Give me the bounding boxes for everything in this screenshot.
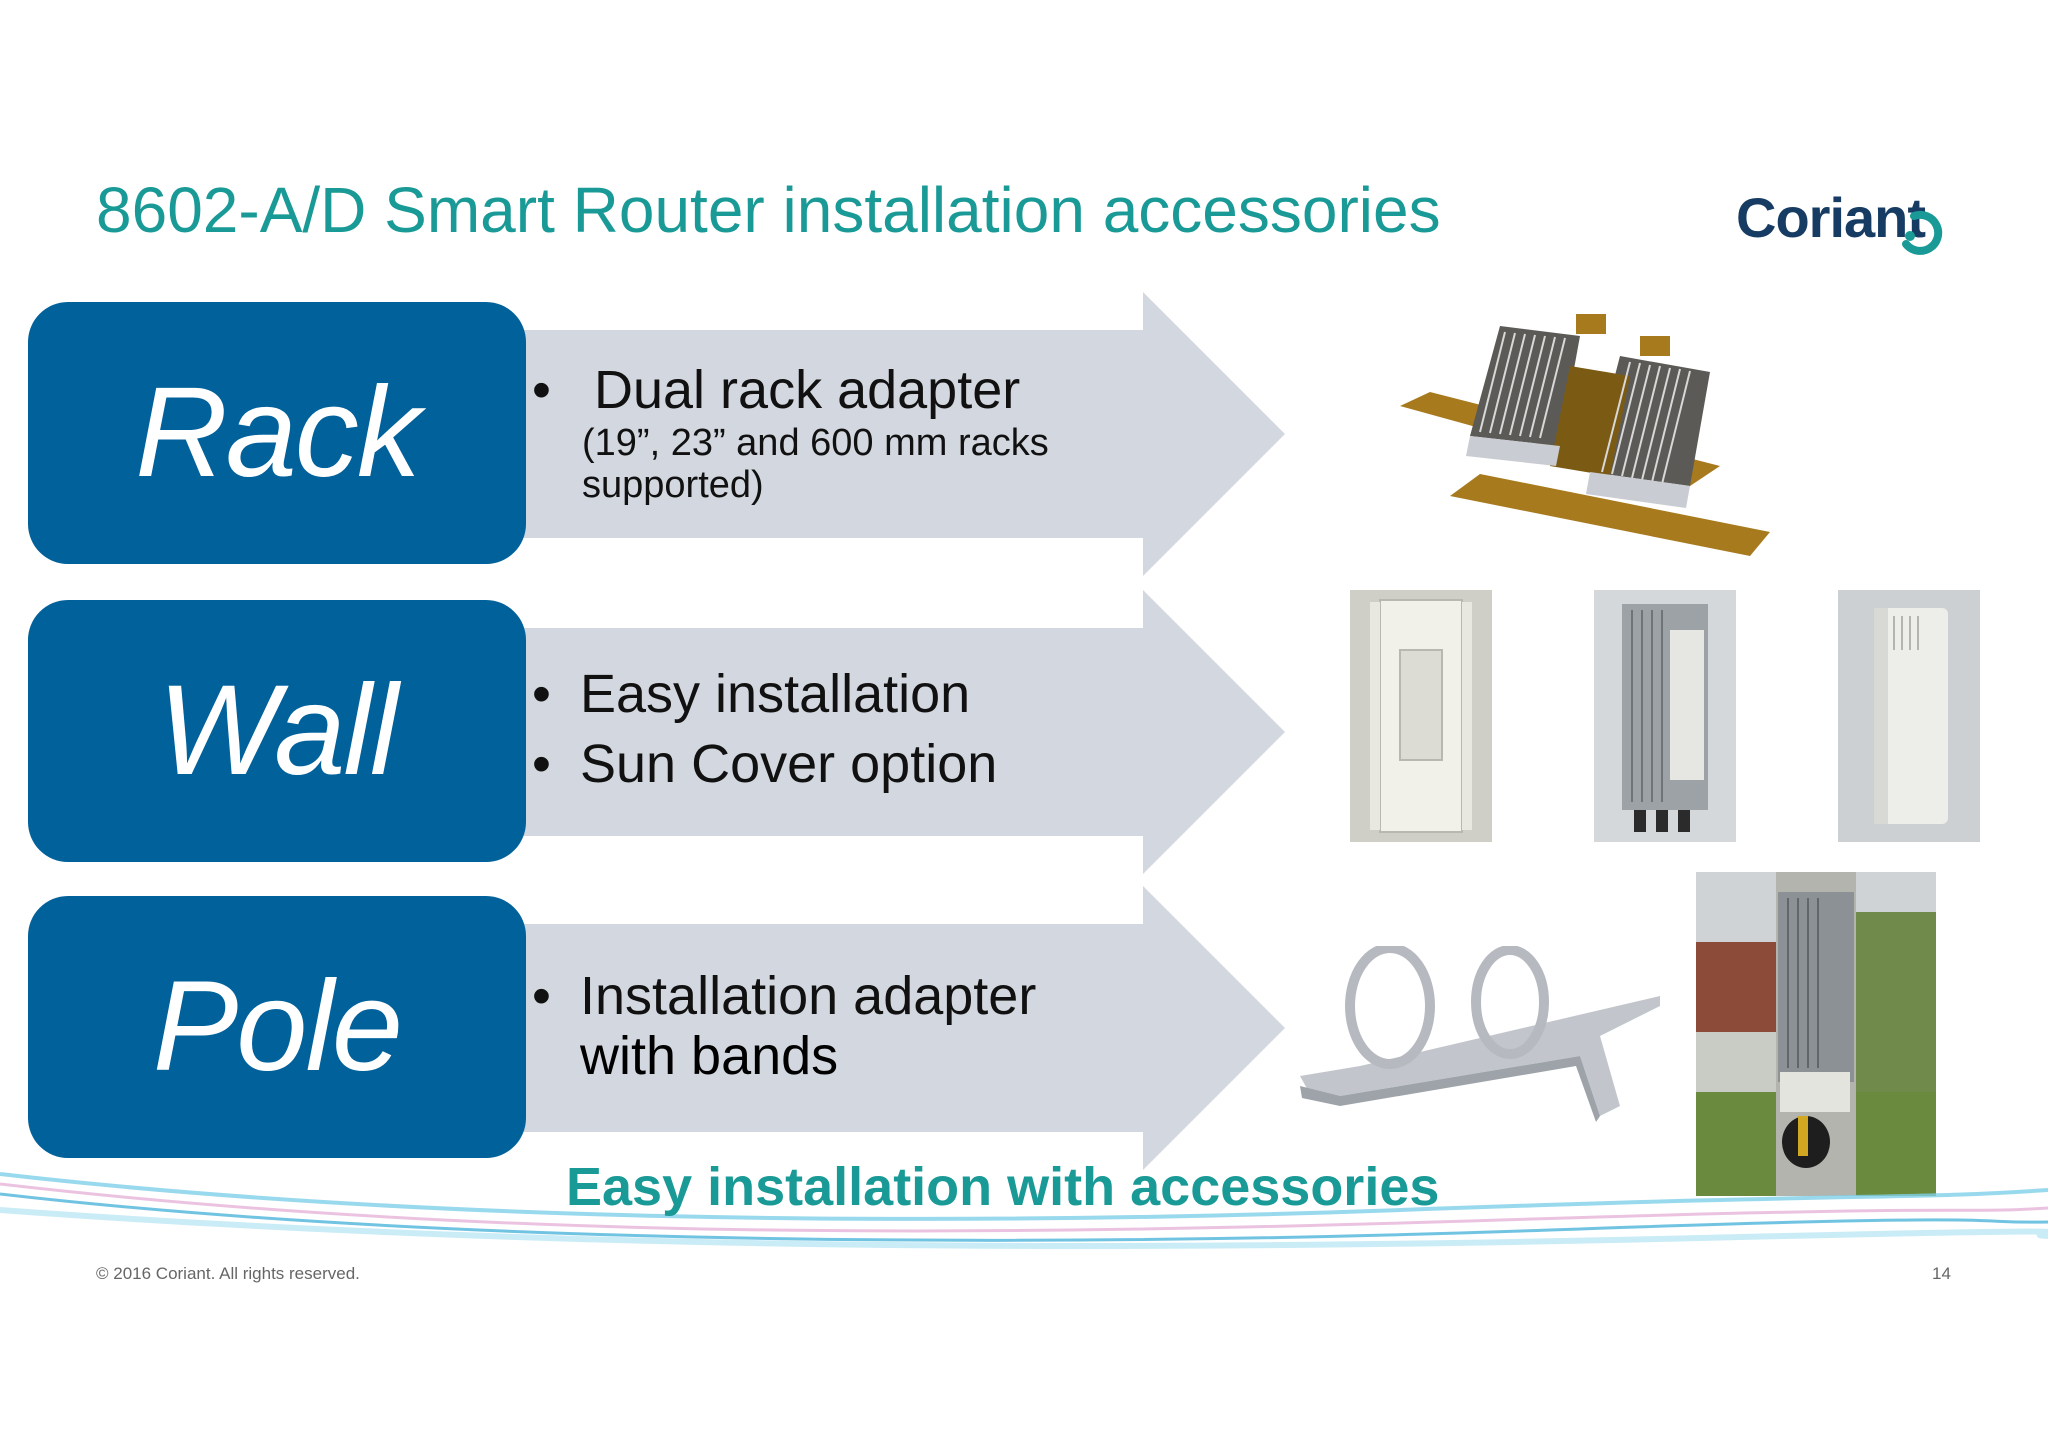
sun-cover-image (1838, 590, 1980, 842)
pole-bracket-image (1300, 946, 1660, 1122)
rack-arrow (510, 292, 1285, 576)
wall-bullets: • Easy installation • Sun Cover option (532, 662, 997, 796)
bullet-dot: • (532, 734, 551, 794)
rack-label-box: Rack (28, 302, 526, 564)
coriant-logo: Coriant (1736, 186, 1926, 249)
copyright-footer: © 2016 Coriant. All rights reserved. (96, 1264, 360, 1283)
pole-router-image (1696, 872, 1936, 1196)
pole-bullets: • Installation adapter with bands (532, 964, 1036, 1088)
bullet-text: Dual rack adapter (594, 360, 1021, 420)
tagline: Easy installation with accessories (566, 1157, 1440, 1217)
rack-bullets: • Dual rack adapter (19”, 23” and 600 mm… (532, 358, 1049, 506)
bullet-subtext: (19”, 23” and 600 mm racks supported) (532, 422, 1049, 506)
slide-title: 8602-A/D Smart Router installation acces… (96, 174, 1441, 246)
wall-router-image (1594, 590, 1736, 842)
wall-label: Wall (157, 659, 399, 802)
decorative-wave (0, 1172, 2048, 1250)
bullet-subtext-line: (19”, 23” and 600 mm racks (582, 422, 1049, 464)
wall-bracket-image (1350, 590, 1492, 842)
bullet-item: • Dual rack adapter (532, 358, 1049, 422)
bullet-dot: • (532, 664, 551, 724)
bullet-dot: • (532, 966, 551, 1026)
bullet-text: Installation adapter (580, 966, 1037, 1026)
bullet-continuation: with bands (580, 1026, 839, 1086)
page-number: 14 (1932, 1264, 1951, 1283)
bullet-item: • Sun Cover option (532, 732, 997, 796)
pole-arrow (510, 886, 1285, 1170)
wall-label-box: Wall (28, 600, 526, 862)
bullet-dot: • (532, 360, 551, 420)
bullet-item: • Installation adapter (532, 964, 1036, 1028)
pole-label: Pole (152, 955, 403, 1098)
wall-arrow (510, 590, 1285, 874)
bullet-item: • Easy installation (532, 662, 997, 726)
rack-adapter-image (1400, 314, 1770, 556)
bullet-subtext-line: supported) (582, 464, 764, 506)
bullet-text: Easy installation (580, 664, 971, 724)
rack-label: Rack (135, 361, 421, 504)
pole-label-box: Pole (28, 896, 526, 1158)
bullet-text: Sun Cover option (580, 734, 998, 794)
logo-swirl-icon (1902, 210, 1943, 255)
